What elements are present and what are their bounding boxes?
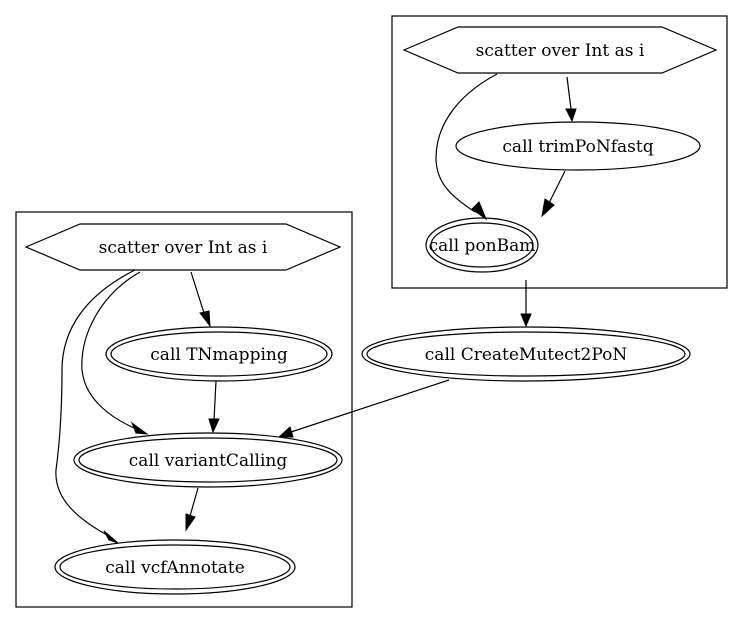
pon-cluster: scatter over Int as i call trimPoNfastq … (391, 15, 728, 289)
variant-calling-node-inner (78, 437, 338, 483)
vcf-annotate-label: call vcfAnnotate (105, 558, 245, 578)
trim-pon-fastq-label: call trimPoNfastq (502, 137, 653, 157)
edge-tn-scatter-to-tn-mapping (190, 271, 205, 314)
tn-scatter-label: scatter over Int as i (99, 238, 268, 258)
edge-tn-scatter-to-vcf-annotate (55, 269, 136, 536)
edge-trim-to-ponbam (548, 170, 566, 204)
tn-mapping-node-inner (110, 331, 328, 377)
edge-create-mutect2-pon-to-variant-calling (290, 379, 450, 433)
edge-variant-calling-to-vcf-annotate (189, 487, 199, 517)
edge-pon-scatter-to-trim (566, 76, 572, 110)
pon-bam-node-inner (430, 222, 534, 268)
edge-tn-scatter-to-tn-mapping-arrow (199, 310, 211, 328)
edge-tn-scatter-to-variant-calling (81, 271, 141, 429)
edge-create-mutect2-pon-to-variant-calling-arrow (277, 426, 294, 438)
tn-scatter-node[interactable] (24, 223, 342, 271)
pon-scatter-node[interactable] (402, 26, 718, 74)
tn-cluster: scatter over Int as i call TNmapping cal… (15, 211, 353, 608)
edge-variant-calling-to-vcf-annotate-arrow (185, 513, 196, 532)
edge-tn-mapping-to-variant-calling (213, 380, 217, 421)
edge-tn-scatter-to-variant-calling-arrow (130, 421, 149, 435)
edge-ponbam-to-create-mutect2-pon-arrow (520, 313, 532, 328)
edge-pon-scatter-to-trim-arrow (565, 108, 577, 123)
pon-bam-label: call ponBam (429, 236, 536, 256)
tn-cluster-frame (15, 211, 353, 608)
edge-trim-to-ponbam-arrow (541, 198, 555, 218)
variant-calling-label: call variantCalling (129, 451, 288, 471)
trim-pon-fastq-node[interactable] (455, 121, 701, 171)
edge-tn-mapping-to-variant-calling-arrow (208, 418, 220, 434)
create-mutect2-pon-label: call CreateMutect2PoN (425, 345, 628, 365)
create-mutect2-pon-group: call CreateMutect2PoN (277, 280, 691, 438)
pon-cluster-frame (391, 15, 728, 289)
variant-calling-node-outer[interactable] (73, 432, 343, 488)
tn-mapping-label: call TNmapping (150, 345, 288, 365)
create-mutect2-pon-node-inner (366, 331, 686, 377)
vcf-annotate-node-outer[interactable] (54, 539, 296, 595)
edge-pon-scatter-to-ponbam-arrow (471, 201, 488, 221)
pon-bam-node-outer[interactable] (425, 217, 539, 273)
pon-scatter-label: scatter over Int as i (476, 41, 645, 61)
edge-pon-scatter-to-ponbam (435, 73, 498, 213)
tn-mapping-node-outer[interactable] (105, 326, 333, 382)
edge-tn-scatter-to-vcf-annotate-arrow (103, 530, 119, 544)
vcf-annotate-node-inner (59, 544, 291, 590)
